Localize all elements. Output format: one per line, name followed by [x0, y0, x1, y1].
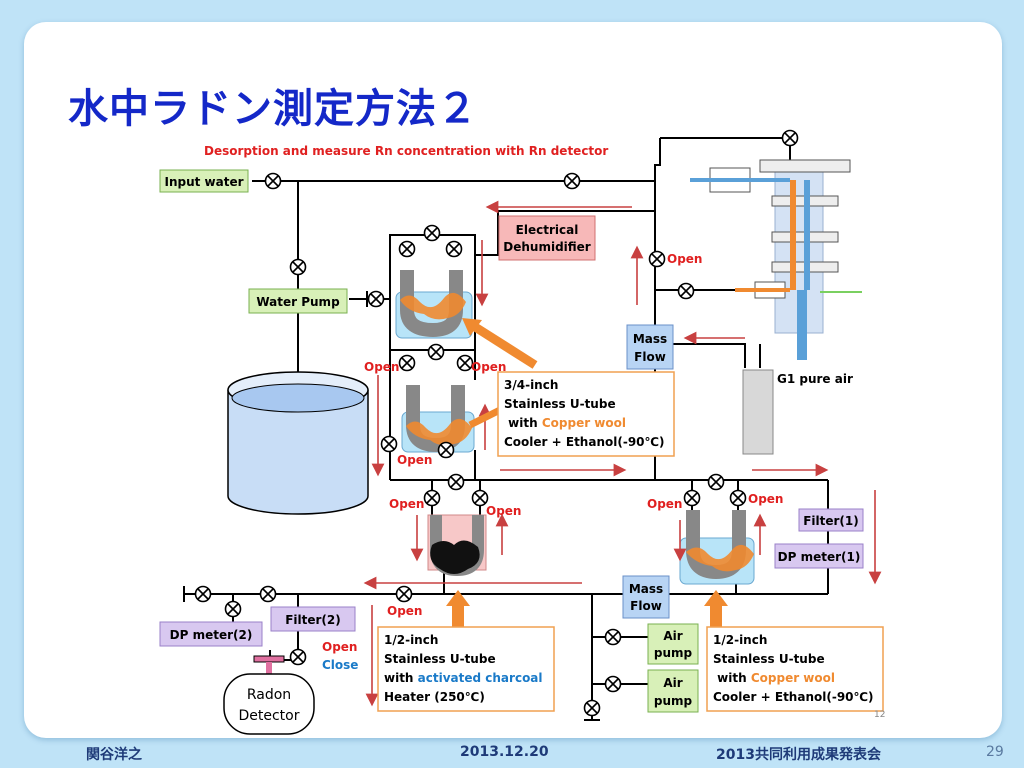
svg-text:Heater (250℃): Heater (250℃) — [384, 690, 485, 704]
svg-text:Water Pump: Water Pump — [256, 295, 340, 309]
svg-text:Flow: Flow — [630, 599, 662, 613]
mass-flow-top-box: Mass Flow — [626, 324, 674, 370]
mass-flow-bottom-box: Mass Flow — [622, 575, 670, 619]
svg-text:Mass: Mass — [633, 332, 667, 346]
air-pump-2-box: Air pump — [647, 669, 699, 713]
filter2-box: Filter(2) — [270, 606, 356, 632]
footer-page-number: 29 — [986, 744, 1004, 760]
svg-text:with Copper wool: with Copper wool — [713, 671, 835, 685]
open-label: Open — [748, 492, 783, 506]
open-label: Open — [397, 453, 432, 467]
svg-text:DP meter(1): DP meter(1) — [778, 550, 861, 564]
svg-text:Air: Air — [663, 629, 682, 643]
diagram-header: Desorption and measure Rn concentration … — [204, 144, 608, 158]
svg-text:with Copper wool: with Copper wool — [504, 416, 626, 430]
svg-text:Detector: Detector — [238, 708, 299, 724]
orange-pointers — [446, 318, 728, 628]
svg-text:Cooler + Ethanol(-90℃): Cooler + Ethanol(-90℃) — [713, 690, 874, 704]
svg-text:Filter(1): Filter(1) — [803, 514, 859, 528]
u-tube-top — [395, 270, 473, 339]
footer-author: 関谷洋之 — [86, 747, 142, 763]
radon-detector: Radon Detector — [223, 655, 315, 735]
svg-text:G1 pure air: G1 pure air — [777, 372, 853, 386]
callout-right: 1/2-inch Stainless U-tube with Copper wo… — [706, 626, 884, 712]
input-water-box: Input water — [159, 169, 249, 193]
svg-text:1/2-inch: 1/2-inch — [384, 633, 438, 647]
svg-text:with activated charcoal: with activated charcoal — [384, 671, 543, 685]
valve-state-labels: Open Open Open Open Open Open Open Open … — [322, 252, 783, 654]
inner-page-number: 12 — [874, 710, 885, 720]
open-label: Open — [389, 497, 424, 511]
svg-text:Stainless U-tube: Stainless U-tube — [713, 652, 825, 666]
water-pump-box: Water Pump — [248, 288, 348, 314]
svg-text:pump: pump — [654, 694, 693, 708]
svg-text:Radon: Radon — [247, 687, 291, 703]
callout-charcoal: 1/2-inch Stainless U-tube with activated… — [377, 626, 555, 712]
open-label: Open — [647, 497, 682, 511]
u-tube-right — [679, 510, 755, 585]
open-label: Open — [387, 604, 422, 618]
slide-footer: 関谷洋之 2013.12.20 2013共同利用成果発表会 29 — [0, 738, 1024, 768]
sample-chamber — [690, 159, 862, 360]
svg-text:Air: Air — [663, 676, 682, 690]
air-pump-1-box: Air pump — [647, 623, 699, 665]
water-tank — [227, 371, 369, 515]
svg-text:3/4-inch: 3/4-inch — [504, 378, 558, 392]
open-label: Open — [667, 252, 702, 266]
dehumidifier-box: Electrical Dehumidifier — [498, 215, 596, 261]
svg-text:Mass: Mass — [629, 582, 663, 596]
svg-text:Dehumidifier: Dehumidifier — [503, 240, 591, 254]
svg-text:Input water: Input water — [164, 175, 243, 189]
callout-top: 3/4-inch Stainless U-tube with Copper wo… — [497, 371, 675, 457]
u-tube-charcoal — [427, 514, 487, 577]
open-label: Open — [486, 504, 521, 518]
open-label: Open — [322, 640, 357, 654]
svg-text:1/2-inch: 1/2-inch — [713, 633, 767, 647]
dp-meter2-box: DP meter(2) — [159, 621, 263, 647]
open-label: Open — [471, 360, 506, 374]
g1-air-cylinder: G1 pure air — [742, 369, 853, 455]
svg-text:Stainless U-tube: Stainless U-tube — [384, 652, 496, 666]
svg-text:Electrical: Electrical — [516, 223, 579, 237]
u-tube-middle — [401, 385, 475, 453]
flow-arrows — [363, 200, 882, 707]
filter1-box: Filter(1) — [798, 508, 864, 532]
svg-text:Stainless U-tube: Stainless U-tube — [504, 397, 616, 411]
svg-text:Filter(2): Filter(2) — [285, 613, 341, 627]
footer-event: 2013共同利用成果発表会 — [716, 747, 881, 763]
close-label: Close — [322, 658, 358, 672]
open-label: Open — [364, 360, 399, 374]
svg-text:DP meter(2): DP meter(2) — [170, 628, 253, 642]
footer-date: 2013.12.20 — [460, 744, 549, 760]
svg-text:Cooler + Ethanol(-90℃): Cooler + Ethanol(-90℃) — [504, 435, 665, 449]
dp-meter1-box: DP meter(1) — [774, 543, 864, 569]
svg-text:Flow: Flow — [634, 350, 666, 364]
svg-text:pump: pump — [654, 646, 693, 660]
slide-title: 水中ラドン測定方法２ — [68, 86, 478, 132]
